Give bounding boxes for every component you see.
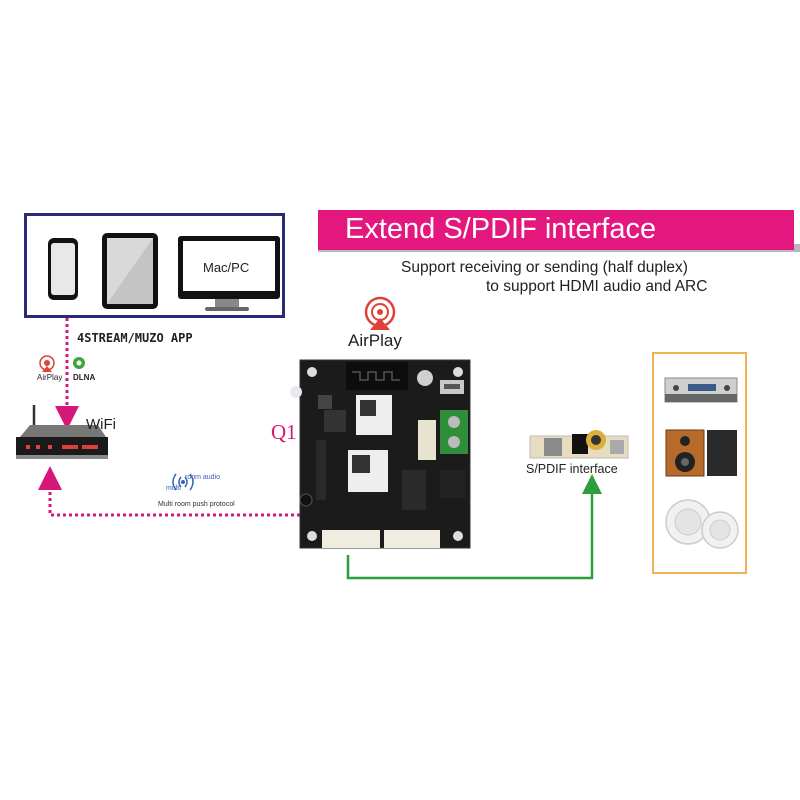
ceiling-speaker-icon [665,499,739,549]
multiroom-line1: multi [166,485,181,492]
banner-subtitle-line1: Support receiving or sending (half duple… [401,259,688,276]
banner [318,210,794,250]
tablet-icon [102,233,158,309]
multiroom-line2: room audio [185,474,221,481]
airplay-main-icon [364,296,396,330]
monitor-icon [178,236,280,311]
airplay-small-icon [39,355,55,372]
dlna-label: DLNA [73,373,96,382]
q1-board-image [290,359,471,549]
banner-title: Extend S/PDIF interface [345,213,657,245]
q1-label: Q1 [271,420,297,444]
banner-subtitle-line2: to support HDMI audio and ARC [486,278,708,295]
multiroom-protocol: Multi room push protocol [158,501,235,508]
airplay-main-label: AirPlay [348,331,402,350]
phone-icon [48,238,78,300]
amplifier-icon [664,377,738,403]
bookshelf-speaker-icon [665,429,737,477]
app-label: 4STREAM/MUZO APP [77,331,193,345]
wifi-label: WiFi [86,416,116,433]
spdif-label: S/PDIF interface [526,462,618,476]
spdif-module-image [529,430,629,459]
pc-label: Mac/PC [203,260,250,275]
board-to-spdif-link [346,474,602,580]
router-icon [16,405,108,459]
dlna-icon [73,357,85,369]
multiroom-icon [172,473,194,491]
airplay-small-label: AirPlay [37,373,63,382]
